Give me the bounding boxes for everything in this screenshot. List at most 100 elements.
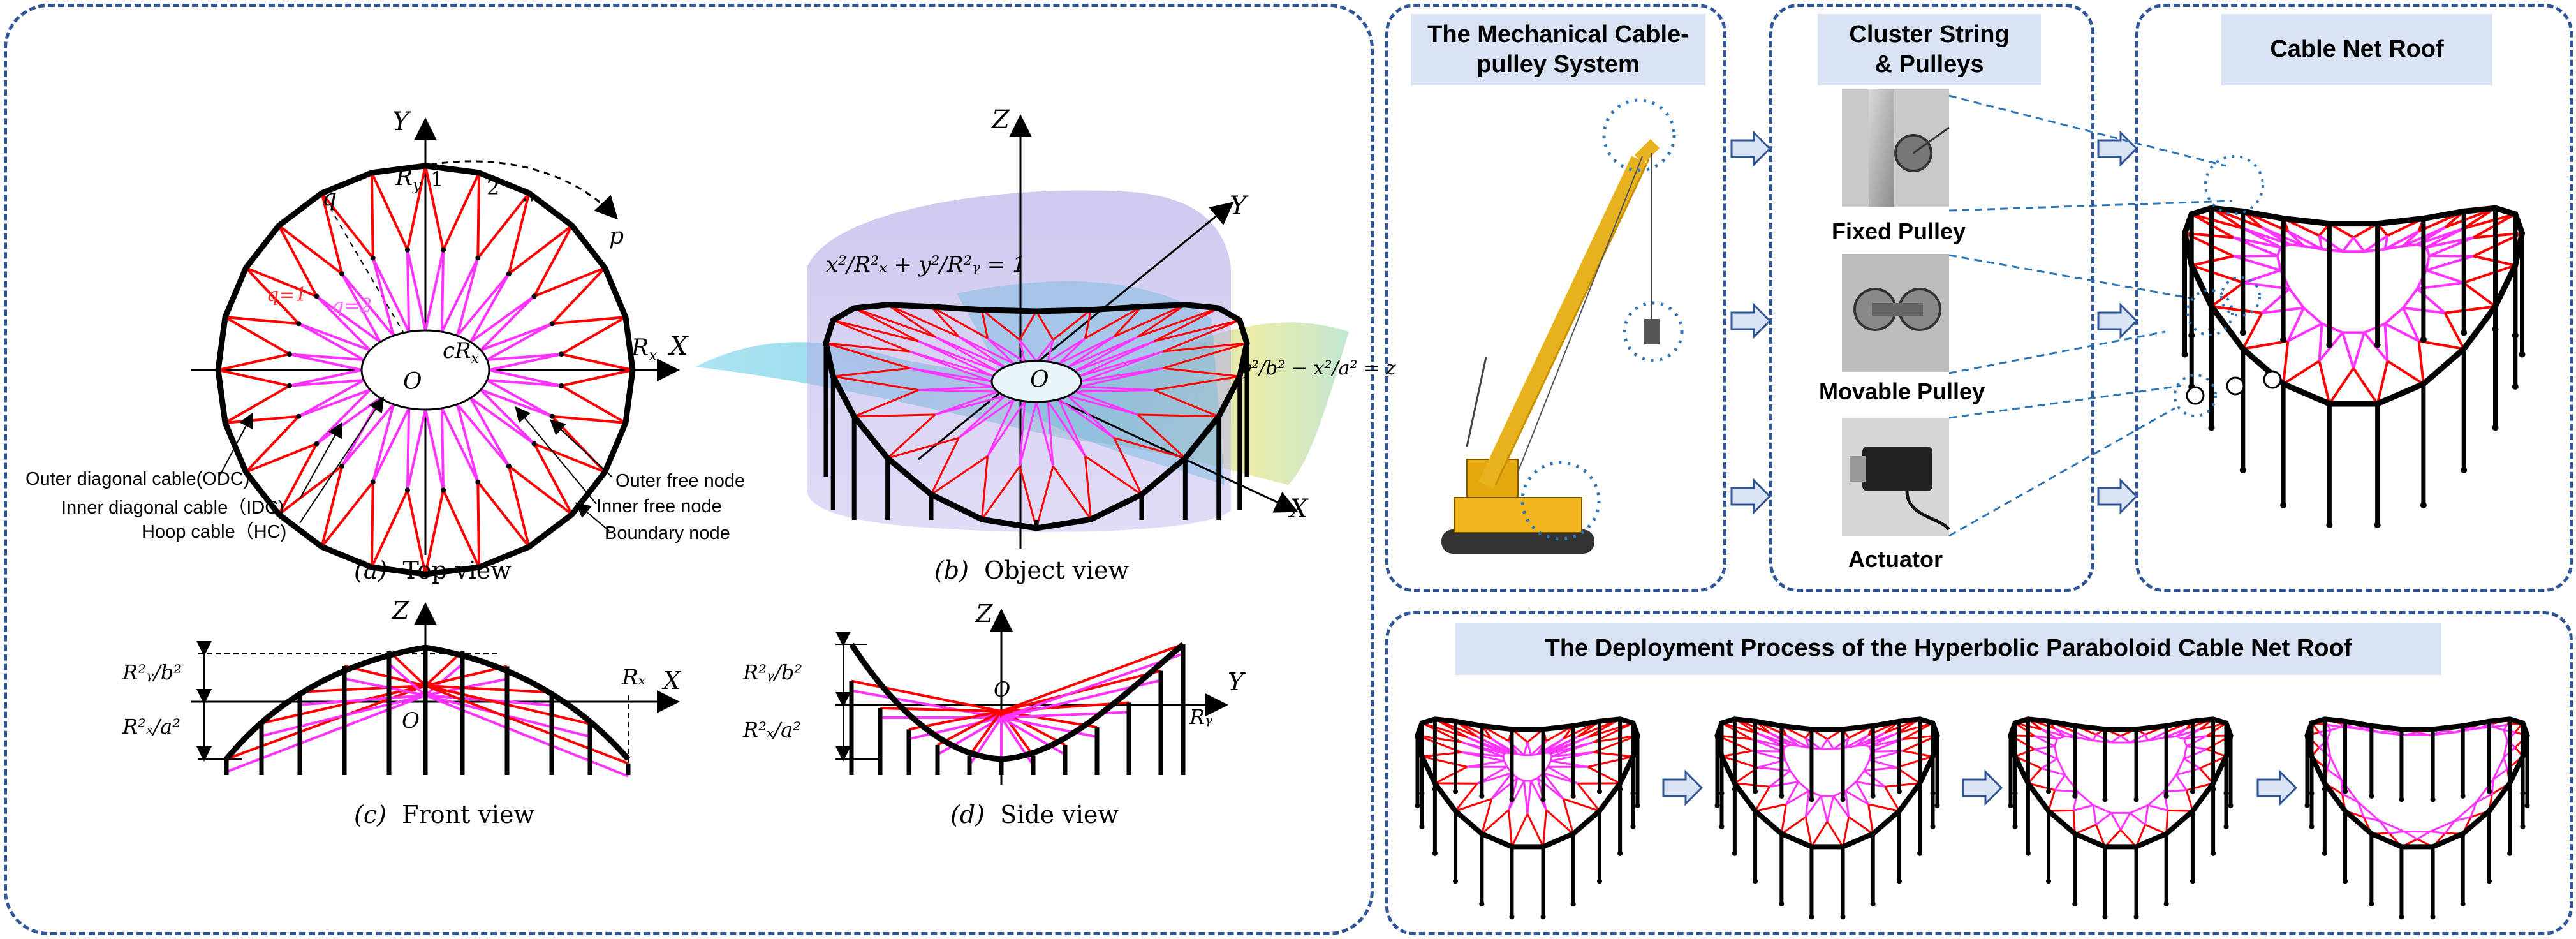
outer-diagonal-cable bbox=[1137, 413, 1186, 459]
inner-diagonal-cable bbox=[298, 322, 371, 351]
roof-magenta-cable bbox=[2341, 332, 2355, 369]
outer-free-node bbox=[441, 487, 446, 493]
outer-diagonal-cable bbox=[930, 306, 960, 337]
inner-diagonal-cable bbox=[406, 409, 427, 491]
roof-magenta-cable bbox=[1769, 781, 1799, 788]
column-base bbox=[1779, 793, 1785, 799]
outer-free-node bbox=[404, 247, 410, 253]
roof-red-cable bbox=[2191, 212, 2244, 230]
crane-title: The Mechanical Cable- pulley System bbox=[1411, 14, 1705, 85]
roof-red-cable bbox=[1780, 804, 1787, 834]
roof-magenta-cable bbox=[2341, 793, 2359, 803]
side-magenta-cable bbox=[936, 716, 1003, 756]
inner-diagonal-cable bbox=[1067, 336, 1138, 368]
roof-magenta-cable bbox=[1526, 742, 1532, 756]
roof-red-cable bbox=[1848, 816, 1874, 835]
outer-free-node bbox=[404, 487, 410, 493]
top-ry-label: Ry bbox=[395, 165, 422, 195]
outer-diagonal-cable bbox=[825, 342, 911, 369]
outer-free-node bbox=[370, 255, 376, 261]
outer-diagonal-cable bbox=[887, 304, 959, 338]
roof-magenta-cable bbox=[2287, 230, 2323, 251]
column-base bbox=[2046, 788, 2052, 794]
inner-diagonal-cable bbox=[1047, 339, 1054, 362]
outer-diagonal-cable bbox=[507, 466, 531, 547]
inner-diagonal-cable bbox=[1058, 336, 1115, 365]
roof-hoop-cable bbox=[2302, 307, 2323, 325]
roof-red-cable bbox=[2047, 790, 2056, 811]
column-base bbox=[2072, 901, 2078, 907]
roof-magenta-cable bbox=[2147, 804, 2168, 811]
roof-magenta-cable bbox=[2110, 735, 2121, 744]
roof-magenta-cable bbox=[2175, 767, 2200, 776]
roof-red-cable bbox=[1454, 783, 1478, 812]
roof-red-cable bbox=[2318, 360, 2331, 404]
inner-diagonal-cable bbox=[316, 295, 381, 343]
outer-diagonal-cable bbox=[561, 353, 633, 371]
column-base bbox=[2211, 850, 2216, 856]
column-base bbox=[1570, 793, 1576, 799]
column-base bbox=[1809, 797, 1814, 802]
column-base bbox=[2239, 329, 2246, 336]
outer-diagonal-cable bbox=[508, 225, 573, 275]
roof-red-cable bbox=[2242, 312, 2263, 350]
outer-free-node bbox=[296, 321, 302, 327]
roof-magenta-cable bbox=[2383, 323, 2389, 362]
column-base bbox=[1732, 850, 1737, 856]
roof-hoop-cable bbox=[2429, 820, 2455, 832]
front-origin-label: O bbox=[402, 708, 420, 734]
roof-hoop-cable bbox=[2329, 757, 2343, 780]
column-base bbox=[2280, 501, 2287, 508]
roof-magenta-cable bbox=[2183, 748, 2207, 760]
column-base bbox=[2512, 383, 2519, 390]
roof-magenta-cable bbox=[2034, 748, 2058, 760]
outer-diagonal-cable bbox=[931, 306, 989, 339]
inner-diagonal-cable bbox=[440, 249, 445, 332]
inner-diagonal-cable bbox=[958, 398, 1015, 439]
outer-diagonal-cable bbox=[833, 375, 919, 392]
roof-red-cable bbox=[2417, 341, 2425, 385]
roof-hoop-cable bbox=[2385, 244, 2404, 251]
side-magenta-cable bbox=[851, 689, 1002, 719]
inner-diagonal-cable bbox=[1035, 401, 1054, 467]
roof-magenta-cable bbox=[1751, 750, 1786, 761]
column-base bbox=[1509, 797, 1515, 802]
pulley-connectors bbox=[1948, 94, 2233, 537]
roof-magenta-cable bbox=[1751, 738, 1786, 748]
roof-hoop-cable bbox=[2182, 746, 2188, 759]
roof-magenta-cable bbox=[2175, 774, 2188, 791]
roof-hoop-cable bbox=[2503, 740, 2508, 758]
roof-hoop-cable bbox=[1782, 751, 1786, 760]
roof-hoop-cable bbox=[1868, 746, 1873, 752]
outer-free-node bbox=[339, 271, 345, 277]
inner-diagonal-cable bbox=[316, 388, 371, 445]
roof-hoop-cable bbox=[2402, 288, 2418, 309]
deployment-stage bbox=[1415, 716, 1640, 920]
inner-diagonal-cable bbox=[987, 401, 1026, 457]
roof-hoop-cable bbox=[1863, 759, 1871, 771]
outer-diagonal-cable bbox=[1114, 436, 1186, 459]
side-dim-bottom-label: R²ₓ/a² bbox=[743, 718, 801, 742]
roof-magenta-cable bbox=[2073, 804, 2094, 811]
outer-free-node bbox=[286, 351, 292, 357]
roof-magenta-cable bbox=[1844, 737, 1850, 748]
roof-red-cable bbox=[1721, 750, 1752, 758]
roof-magenta-cable bbox=[1467, 760, 1505, 768]
roof-hoop-cable bbox=[1782, 746, 1786, 752]
roof-hoop-cable bbox=[2077, 736, 2094, 742]
deployment-title: The Deployment Process of the Hyperbolic… bbox=[1455, 623, 2441, 675]
outer-diagonal-cable bbox=[1035, 466, 1054, 529]
roof-hoop-cable bbox=[2425, 246, 2431, 256]
inner-diagonal-cable bbox=[909, 350, 994, 378]
outer-free-node bbox=[531, 441, 537, 447]
roof-magenta-cable bbox=[2492, 768, 2508, 781]
column-base bbox=[2430, 914, 2436, 920]
side-ry-label: Rᵧ bbox=[1189, 705, 1213, 729]
roof-red-cable bbox=[1811, 820, 1829, 848]
side-view-drawing bbox=[835, 609, 1228, 785]
outer-diagonal-cable bbox=[406, 165, 427, 251]
roof-red-cable bbox=[2283, 360, 2320, 385]
inner-diagonal-cable bbox=[909, 367, 992, 383]
roof-red-cable bbox=[2206, 722, 2227, 737]
top-node2-label: 2 bbox=[487, 175, 500, 200]
